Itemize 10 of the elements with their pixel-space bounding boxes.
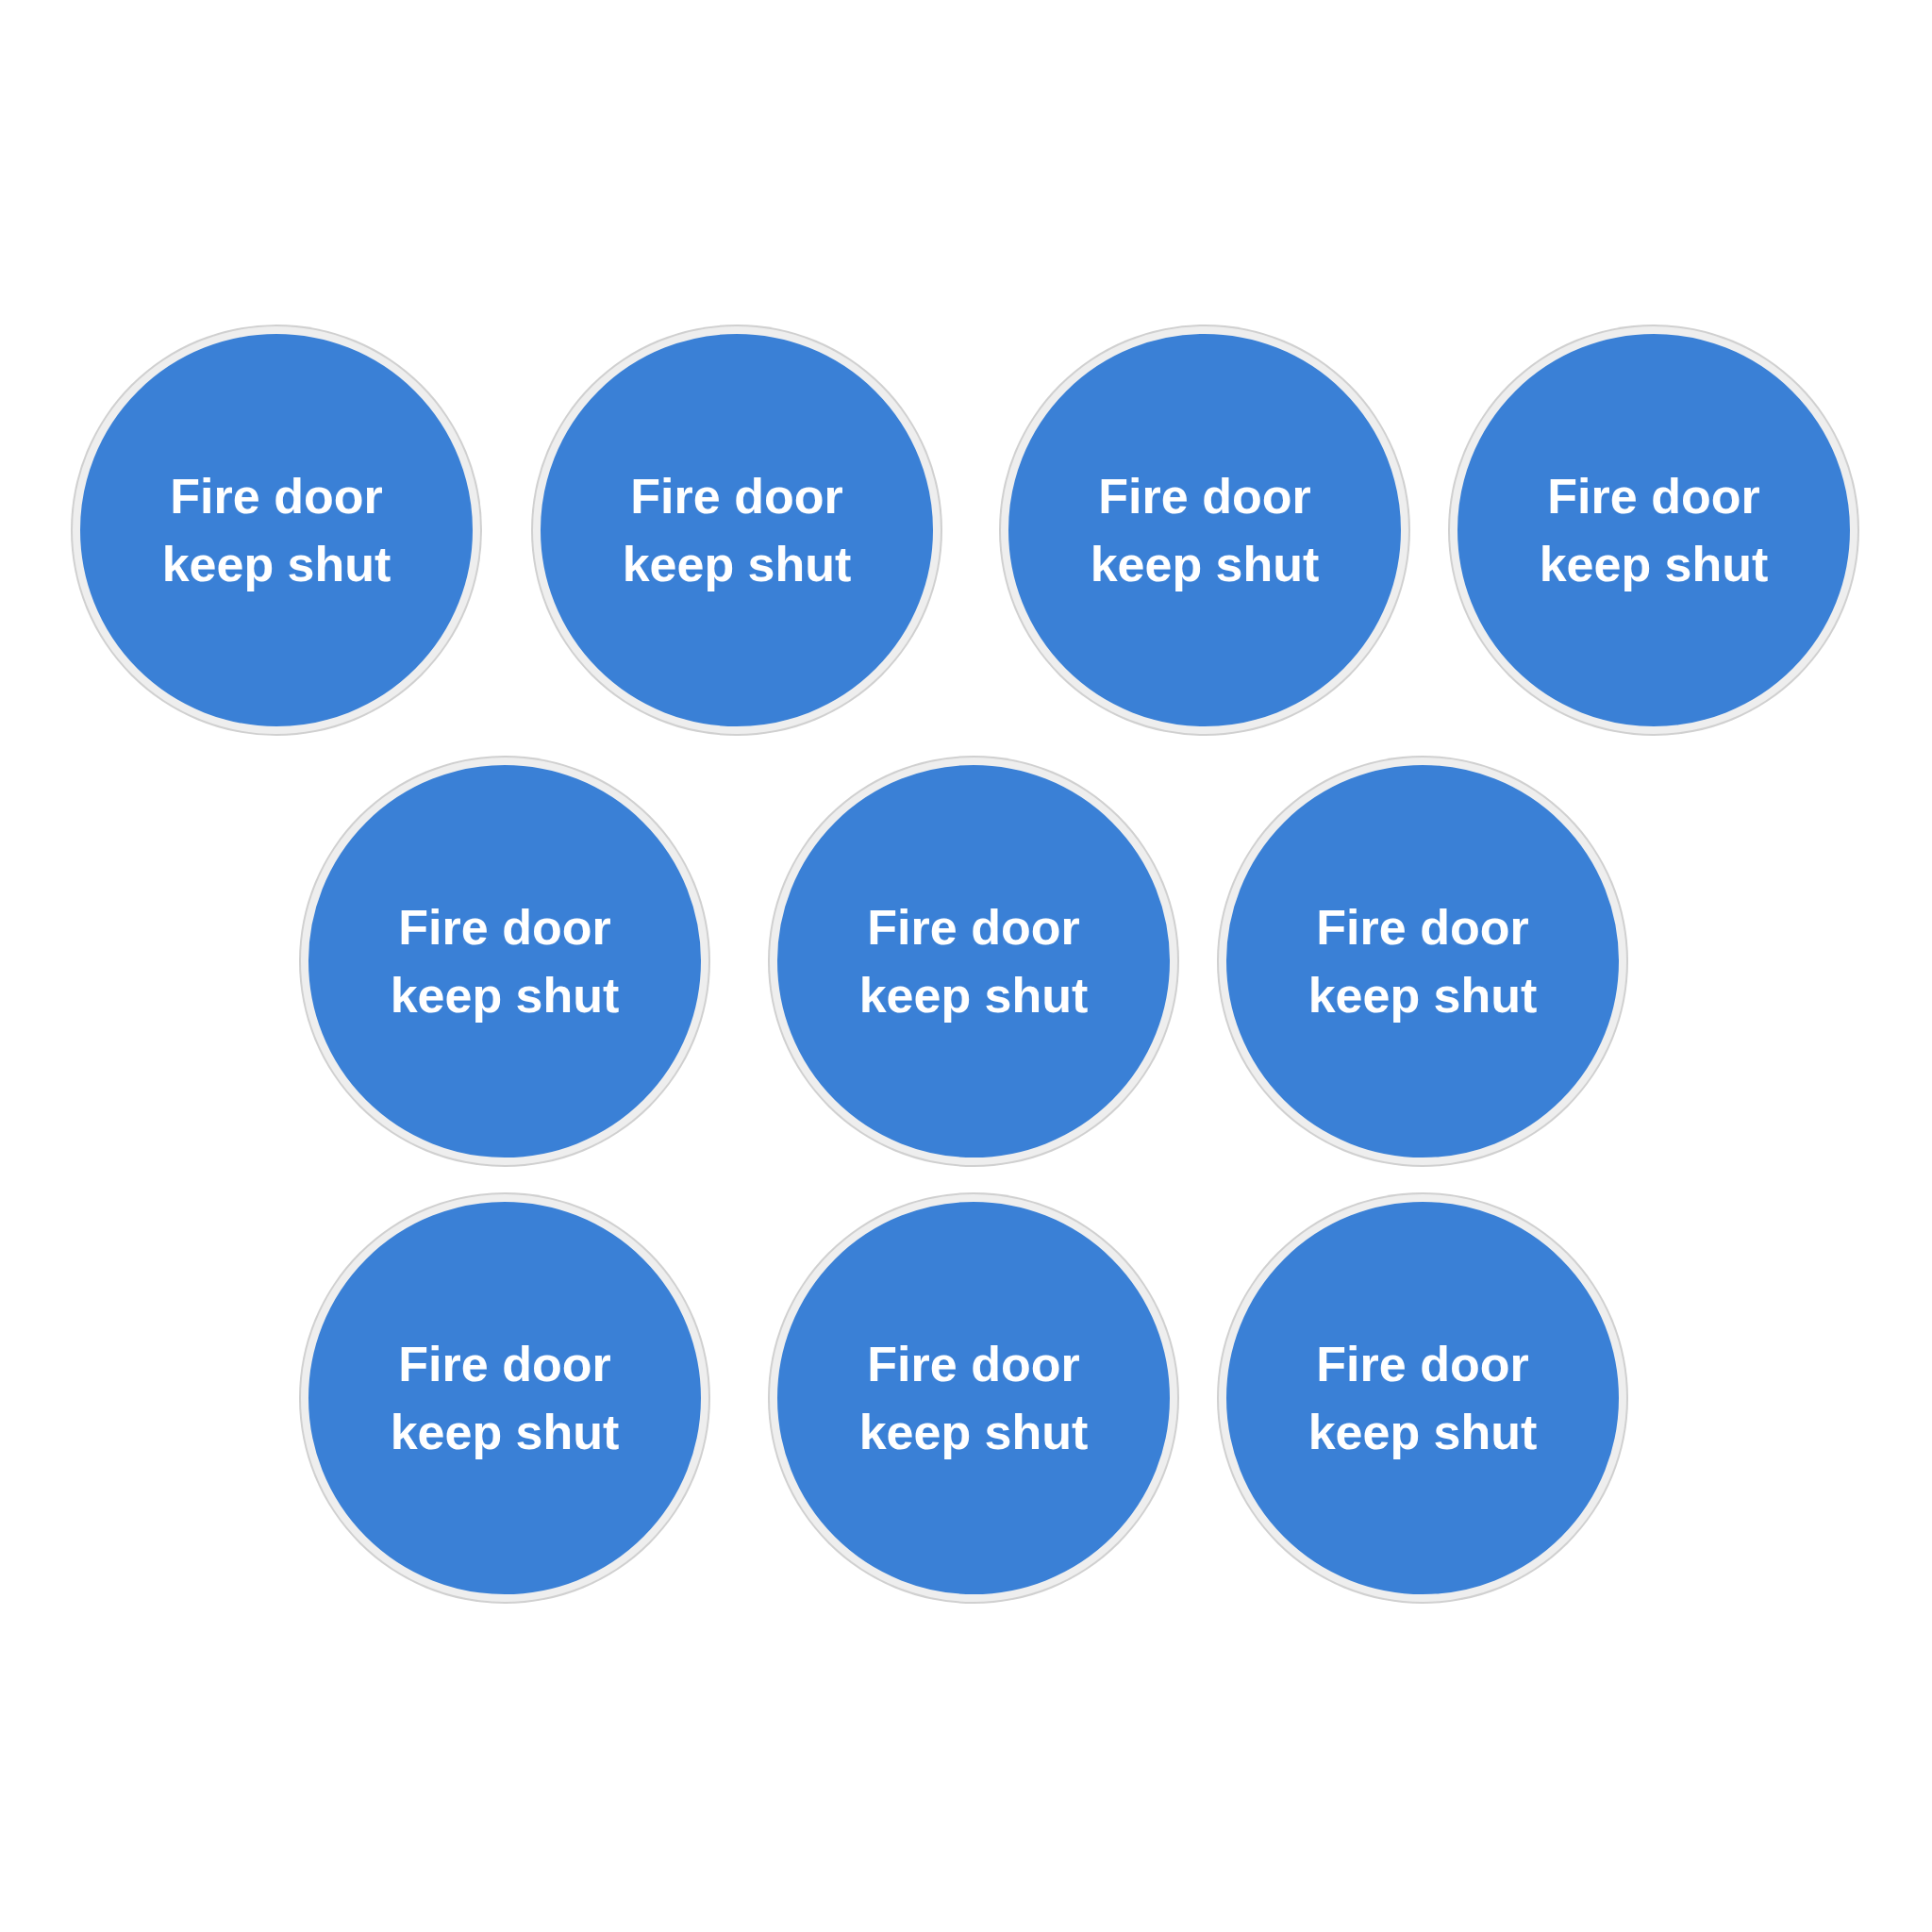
sign-text: Fire door keep shut — [160, 468, 392, 593]
sign-text: Fire door keep shut — [1089, 468, 1321, 593]
sign-text: Fire door keep shut — [858, 1336, 1090, 1461]
sign-text: Fire door keep shut — [1307, 1336, 1539, 1461]
sign-text: Fire door keep shut — [621, 468, 853, 593]
sign-text: Fire door keep shut — [1307, 899, 1539, 1024]
sign-text: Fire door keep shut — [389, 899, 621, 1024]
sign-text: Fire door keep shut — [389, 1336, 621, 1461]
sign-text: Fire door keep shut — [1538, 468, 1770, 593]
sign-text: Fire door keep shut — [858, 899, 1090, 1024]
